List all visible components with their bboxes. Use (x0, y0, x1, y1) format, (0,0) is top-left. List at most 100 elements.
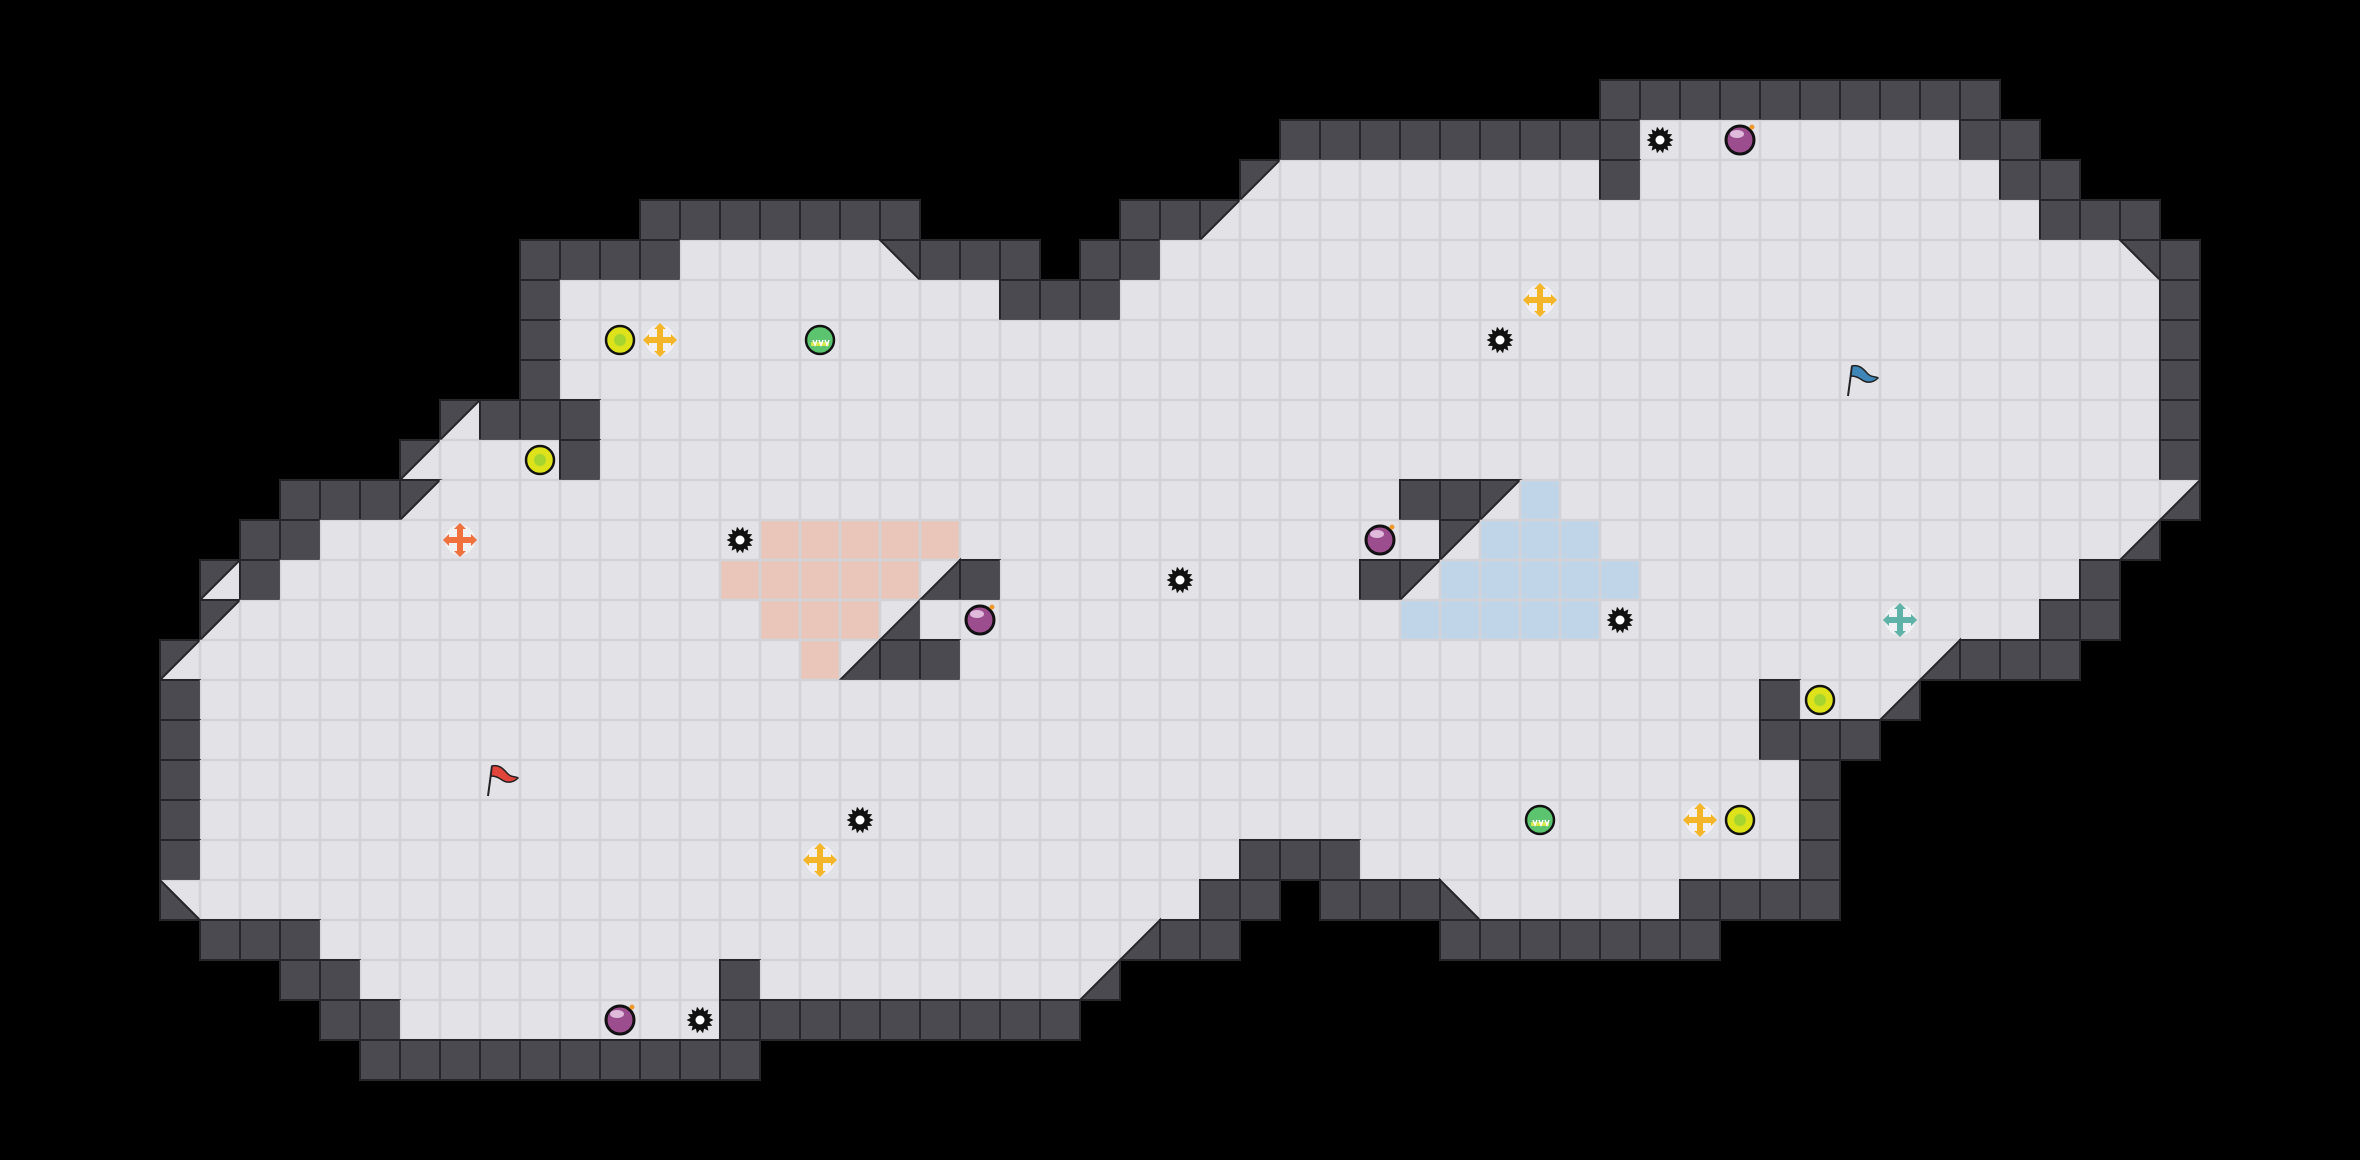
floor-tile (1639, 799, 1681, 841)
floor-tile (2039, 559, 2081, 601)
wall-tile (1319, 119, 1361, 161)
floor-tile (1959, 479, 2001, 521)
floor-tile (519, 519, 561, 561)
floor-tile (279, 679, 321, 721)
floor-tile (1279, 319, 1321, 361)
floor-tile (959, 679, 1001, 721)
blue-flag-icon (1847, 364, 1880, 397)
floor-tile (1559, 439, 1601, 481)
floor-tile (999, 319, 1041, 361)
floor-tile (1759, 439, 1801, 481)
floor-tile (1319, 359, 1361, 401)
blue-zone-tile (1559, 599, 1601, 641)
floor-tile (1879, 479, 1921, 521)
floor-tile (1279, 199, 1321, 241)
floor-tile (1679, 119, 1721, 161)
wall-tile (559, 439, 601, 481)
wall-tile (1799, 79, 1841, 121)
floor-tile (399, 959, 441, 1001)
floor-tile (599, 919, 641, 961)
floor-tile (1399, 759, 1441, 801)
floor-tile (1519, 679, 1561, 721)
blue-zone-tile (1479, 559, 1521, 601)
floor-tile (1359, 599, 1401, 641)
floor-tile (1999, 479, 2041, 521)
wall-tile (2159, 399, 2201, 441)
floor-tile (2039, 399, 2081, 441)
floor-tile (1839, 279, 1881, 321)
floor-tile (1399, 799, 1441, 841)
floor-tile (1599, 439, 1641, 481)
floor-tile (1439, 319, 1481, 361)
floor-tile (639, 479, 681, 521)
floor-tile (799, 359, 841, 401)
floor-tile (1479, 799, 1521, 841)
floor-tile (1159, 399, 1201, 441)
floor-tile (1159, 479, 1201, 521)
yellow-powerup-icon (524, 444, 556, 476)
floor-tile (599, 279, 641, 321)
floor-tile (1399, 279, 1441, 321)
floor-tile (1159, 599, 1201, 641)
wall-tile (239, 559, 281, 601)
floor-tile (959, 759, 1001, 801)
floor-tile (1919, 599, 1961, 641)
floor-tile (1199, 559, 1241, 601)
spike-icon (686, 1006, 714, 1034)
floor-tile (719, 759, 761, 801)
floor-tile (1919, 199, 1961, 241)
floor-tile (1639, 439, 1681, 481)
wall-tile (1799, 759, 1841, 801)
floor-tile (1079, 399, 1121, 441)
floor-tile (319, 559, 361, 601)
floor-tile (319, 799, 361, 841)
spike-icon (1486, 326, 1514, 354)
floor-tile (1479, 279, 1521, 321)
floor-tile (1199, 599, 1241, 641)
floor-tile (599, 759, 641, 801)
floor-tile (359, 719, 401, 761)
floor-tile (719, 359, 761, 401)
floor-tile (1879, 399, 1921, 441)
wall-tile (1639, 919, 1681, 961)
floor-tile (1319, 399, 1361, 441)
floor-tile (879, 959, 921, 1001)
floor-tile (1719, 399, 1761, 441)
floor-tile (1319, 719, 1361, 761)
blue-zone-tile (1599, 559, 1641, 601)
floor-tile (399, 679, 441, 721)
floor-tile (1759, 159, 1801, 201)
blue-zone-tile (1559, 559, 1601, 601)
floor-tile (1839, 639, 1881, 681)
floor-tile (1799, 559, 1841, 601)
floor-tile (1919, 239, 1961, 281)
floor-tile (559, 679, 601, 721)
floor-tile (199, 639, 241, 681)
wall-tile (879, 639, 921, 681)
floor-tile (1559, 839, 1601, 881)
floor-tile (679, 759, 721, 801)
floor-tile (999, 359, 1041, 401)
floor-tile (439, 599, 481, 641)
floor-tile (1319, 159, 1361, 201)
floor-tile (1599, 839, 1641, 881)
floor-tile (879, 799, 921, 841)
floor-tile (1959, 439, 2001, 481)
floor-tile (239, 839, 281, 881)
wall-tile (239, 919, 281, 961)
floor-tile (479, 679, 521, 721)
floor-tile (319, 839, 361, 881)
floor-tile (1719, 199, 1761, 241)
floor-tile (559, 559, 601, 601)
floor-tile (2039, 519, 2081, 561)
floor-tile (1839, 399, 1881, 441)
floor-tile (1679, 599, 1721, 641)
floor-tile (1159, 519, 1201, 561)
floor-tile (759, 879, 801, 921)
floor-tile (719, 799, 761, 841)
bomb-icon (964, 604, 996, 636)
floor-tile (1359, 759, 1401, 801)
wall-tile (1079, 279, 1121, 321)
yellow-powerup-icon (1804, 684, 1836, 716)
floor-tile (879, 679, 921, 721)
